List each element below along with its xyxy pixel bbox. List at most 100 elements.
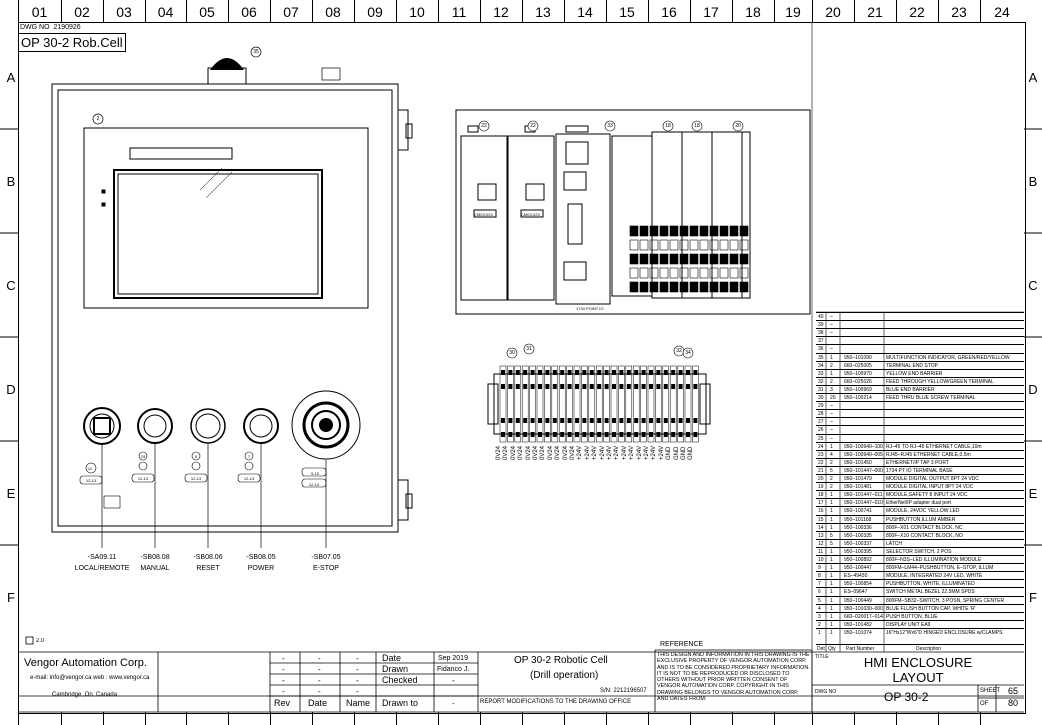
io-terminal bbox=[649, 225, 659, 237]
io-terminal bbox=[649, 239, 659, 251]
bom-desc: 800F–N3S–LED ILLUMINATION MODULE bbox=[886, 557, 982, 563]
bom-q: 1 bbox=[830, 565, 833, 572]
column-number: 02 bbox=[74, 4, 90, 20]
io-terminal bbox=[729, 267, 739, 279]
rail-screw bbox=[612, 418, 616, 423]
bom-part: 950–101447–000 bbox=[844, 467, 883, 474]
column-divider bbox=[270, 0, 271, 22]
bom-n: 29 bbox=[818, 403, 824, 410]
rail-screw bbox=[538, 418, 542, 423]
terminal-label: 0V24 bbox=[570, 445, 576, 460]
local-remote-selector bbox=[79, 407, 121, 485]
drawn-to-dash: - bbox=[452, 699, 455, 708]
column-divider bbox=[648, 0, 649, 22]
rail-screw bbox=[501, 432, 505, 437]
terminal-label: +24V bbox=[584, 445, 591, 460]
rail-screw bbox=[686, 418, 690, 423]
rev-dash: - bbox=[318, 687, 321, 696]
io-terminal bbox=[699, 281, 709, 293]
row-letter: C bbox=[1028, 278, 1038, 293]
bom-row: 36– bbox=[816, 344, 1024, 353]
button-name: POWER bbox=[247, 565, 275, 572]
io-terminal bbox=[719, 267, 729, 279]
rail-screw bbox=[678, 432, 683, 437]
bom-q: – bbox=[830, 314, 833, 320]
bom-desc: 800FM–SB32–SWITCH, 3 POSN, SPRING CENTER bbox=[886, 597, 1005, 604]
button-sub-balloon: 12-13 bbox=[190, 476, 202, 481]
rail-screw bbox=[693, 370, 698, 375]
rail-screw bbox=[515, 370, 520, 375]
rail-screw bbox=[582, 370, 587, 375]
bom-q: 5 bbox=[830, 467, 833, 474]
bom-desc: MODULE DIGITAL INPUT 8PT 24 VDC bbox=[886, 484, 974, 491]
dwg-no-caption: DWG NO 2190926 bbox=[20, 24, 81, 31]
io-terminal bbox=[729, 239, 739, 251]
bom-part: 950–100741 bbox=[844, 508, 872, 515]
button-sub-balloon: 12-13 bbox=[137, 476, 149, 481]
drawing-title-line1: HMI ENCLOSURE bbox=[863, 655, 973, 670]
button-balloon: 11 bbox=[87, 466, 93, 471]
column-divider bbox=[61, 712, 62, 725]
bom-n: 31 bbox=[818, 386, 824, 393]
rail-terminal bbox=[514, 365, 522, 443]
bom-part: ES–09647 bbox=[844, 589, 868, 596]
rail-screw bbox=[604, 384, 609, 389]
bom-q: – bbox=[830, 403, 833, 410]
hmi-display bbox=[83, 127, 369, 309]
bom-part: 950–100854 bbox=[844, 581, 872, 588]
rail-screw bbox=[671, 370, 676, 375]
column-number: 12 bbox=[493, 4, 509, 20]
io-terminal bbox=[669, 253, 679, 265]
rail-screw bbox=[545, 384, 550, 389]
rev-dash: - bbox=[356, 687, 359, 696]
bom-n: 2 bbox=[818, 621, 821, 628]
row-letter: B bbox=[6, 174, 16, 189]
bom-desc: MODULE, 24VDC YELLOW LED bbox=[886, 508, 960, 515]
io-terminal bbox=[629, 239, 639, 251]
bom-desc: BLUE END BARRIER bbox=[886, 386, 935, 393]
io-terminal bbox=[639, 253, 649, 265]
bom-row: 40– bbox=[816, 312, 1024, 321]
rail-screw bbox=[619, 418, 624, 423]
bom-n: 35 bbox=[818, 354, 824, 361]
bom-q: 3 bbox=[830, 386, 833, 393]
rail-screw bbox=[626, 384, 631, 389]
bom-q: 1 bbox=[830, 508, 833, 515]
terminal-label: +24V bbox=[644, 445, 650, 460]
rail-screw bbox=[560, 370, 565, 375]
plc-balloon-22: 22 bbox=[481, 123, 487, 129]
bom-n: 22 bbox=[818, 459, 824, 466]
io-terminal bbox=[639, 239, 649, 251]
plc-balloon-17: 33 bbox=[607, 123, 613, 129]
column-divider bbox=[228, 0, 229, 22]
rail-terminal bbox=[618, 365, 625, 443]
column-divider bbox=[103, 712, 104, 725]
bom-q: 1 bbox=[830, 548, 833, 555]
rail-terminal bbox=[684, 365, 692, 443]
terminal-label: +24V bbox=[658, 445, 665, 460]
column-number: 17 bbox=[703, 4, 719, 20]
io-terminal bbox=[669, 239, 679, 251]
column-number: 10 bbox=[409, 4, 425, 20]
column-divider bbox=[732, 0, 733, 22]
bom-n: 25 bbox=[818, 435, 824, 442]
bom-n: 17 bbox=[818, 500, 824, 507]
column-number: 11 bbox=[451, 4, 467, 20]
bom-desc: YELLOW END BARRIER bbox=[886, 370, 943, 377]
rail-screw bbox=[604, 432, 609, 437]
bom-n: 27 bbox=[818, 419, 824, 426]
rail-terminal bbox=[610, 365, 618, 443]
rail-terminal bbox=[544, 365, 551, 443]
rail-screw bbox=[641, 370, 646, 375]
column-number: 05 bbox=[199, 4, 215, 20]
sheet-number: 65 bbox=[1008, 686, 1019, 696]
row-letter: E bbox=[1028, 486, 1038, 501]
revision-icon bbox=[25, 636, 34, 645]
beacon-balloon-number: 35 bbox=[253, 49, 259, 55]
